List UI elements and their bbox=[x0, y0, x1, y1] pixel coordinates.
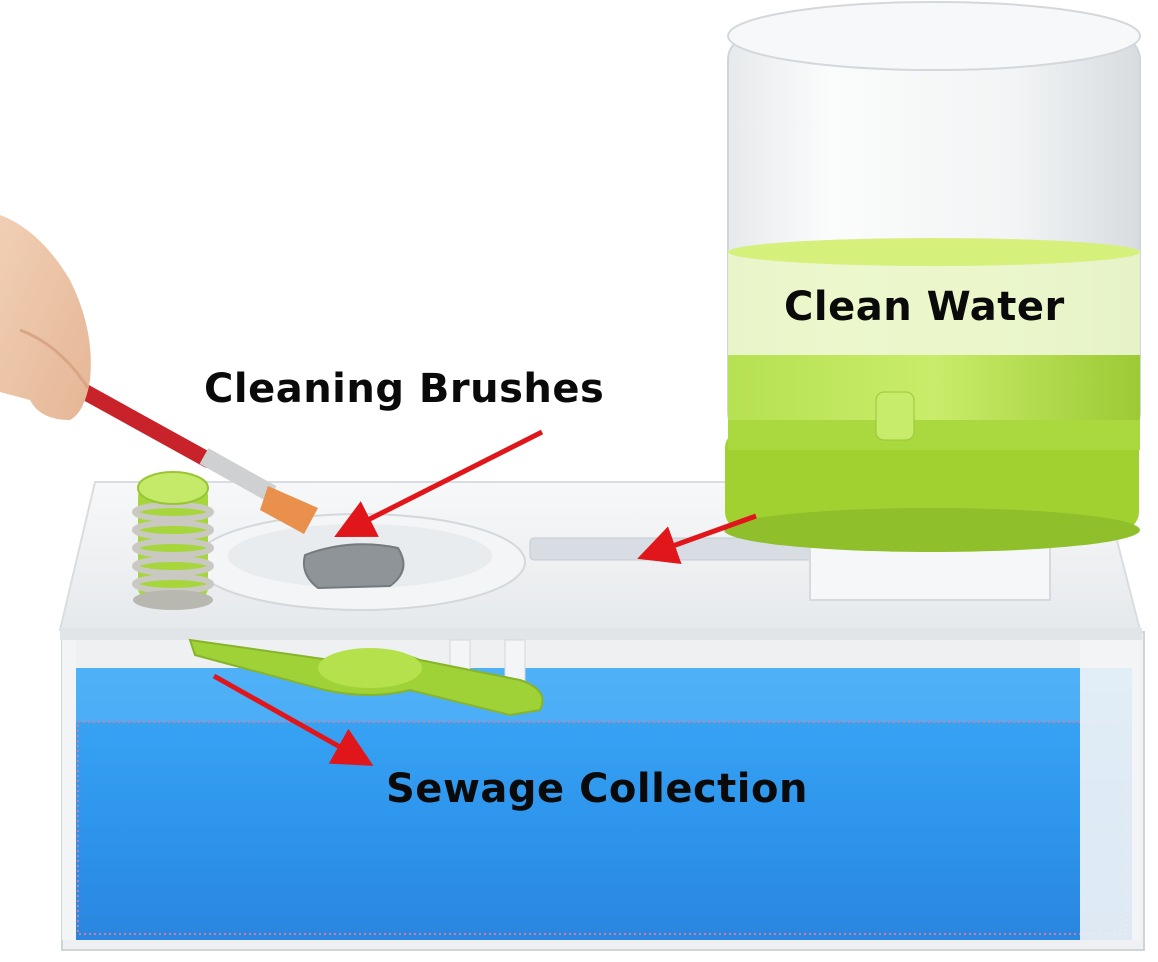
lever bbox=[188, 638, 544, 717]
clean-water-label: Clean Water bbox=[784, 284, 1065, 330]
sewage-collection-label: Sewage Collection bbox=[386, 766, 808, 812]
hand bbox=[0, 215, 91, 420]
arrow-water bbox=[637, 513, 757, 565]
spring-holder bbox=[132, 471, 214, 610]
cleaning-tray bbox=[194, 513, 526, 611]
sewage-tank bbox=[61, 631, 1145, 951]
arrow-brushes bbox=[334, 429, 544, 538]
arrows bbox=[212, 429, 757, 766]
arrow-sewage bbox=[212, 673, 374, 766]
cleaning-brushes-label: Cleaning Brushes bbox=[204, 366, 605, 412]
water-jar bbox=[724, 1, 1141, 601]
